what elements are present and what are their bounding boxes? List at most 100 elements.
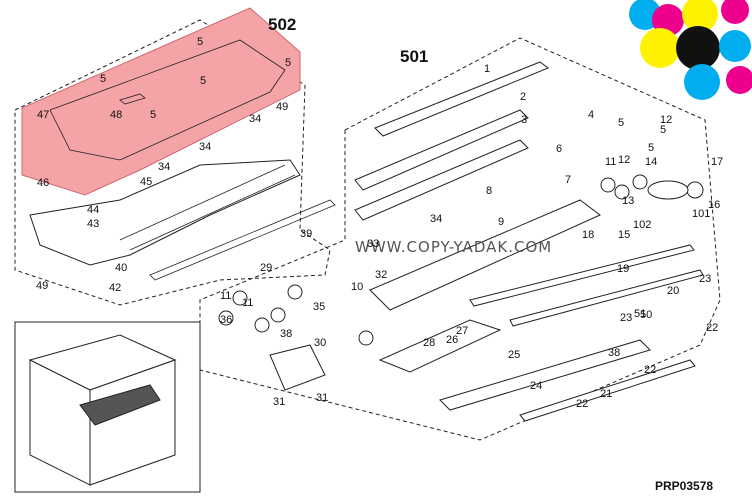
right-callout-23: 22 bbox=[576, 398, 588, 410]
right-callout-30: 28 bbox=[423, 337, 435, 349]
gear-11-b bbox=[254, 317, 270, 333]
right-callout-22: 22 bbox=[644, 364, 656, 376]
left-callout-12: 45 bbox=[140, 176, 152, 188]
left-callout-11: 34 bbox=[158, 161, 170, 173]
right-callout-33: 31 bbox=[273, 396, 285, 408]
right-callout-44: 50 bbox=[640, 309, 652, 321]
bracket-32 bbox=[269, 344, 326, 391]
left-callout-6: 47 bbox=[37, 109, 49, 121]
right-callout-15: 16 bbox=[708, 199, 720, 211]
left-callout-15: 39 bbox=[300, 228, 312, 240]
left-callout-4: 5 bbox=[285, 57, 291, 69]
guide-plate bbox=[369, 199, 601, 311]
roller-1 bbox=[374, 61, 550, 137]
assembly-502-label: 502 bbox=[268, 15, 296, 34]
right-callout-5: 6 bbox=[556, 143, 562, 155]
gear-14 bbox=[632, 174, 648, 190]
left-callout-9: 34 bbox=[249, 113, 261, 125]
left-callout-5: 48 bbox=[110, 109, 122, 121]
left-callout-3: 5 bbox=[150, 109, 156, 121]
top-cover-slot bbox=[119, 93, 146, 105]
right-callout-19: 20 bbox=[667, 285, 679, 297]
right-callout-42: 11 bbox=[220, 290, 231, 302]
right-callout-13: 14 bbox=[645, 156, 657, 168]
right-callout-4: 5 bbox=[618, 117, 624, 129]
right-callout-18: 19 bbox=[617, 263, 629, 275]
right-callout-12: 13 bbox=[622, 195, 634, 207]
right-callout-1: 2 bbox=[520, 91, 526, 103]
lower-frame bbox=[29, 159, 301, 266]
right-callout-10: 11 bbox=[605, 156, 616, 168]
left-callout-14: 43 bbox=[87, 218, 99, 230]
right-callout-26: 24 bbox=[530, 380, 542, 392]
black-circle bbox=[676, 26, 720, 70]
right-callout-6: 7 bbox=[565, 174, 571, 186]
right-callout-46: 5 bbox=[660, 124, 666, 136]
right-callout-2: 3 bbox=[521, 114, 527, 126]
watermark: WWW.COPY-YADAK.COM bbox=[355, 238, 552, 256]
left-callout-16: 40 bbox=[115, 262, 127, 274]
right-callout-9: 10 bbox=[351, 281, 363, 293]
right-callout-17: 18 bbox=[582, 229, 594, 241]
cmyk-logo bbox=[629, 0, 752, 100]
yellow-circle bbox=[682, 0, 718, 32]
magenta-circle-3 bbox=[726, 66, 752, 94]
right-callout-20: 21 bbox=[600, 388, 612, 400]
right-callout-7: 8 bbox=[486, 185, 492, 197]
right-callout-47: 101 bbox=[692, 208, 710, 220]
left-callout-2: 5 bbox=[200, 75, 206, 87]
rail-39 bbox=[149, 199, 336, 281]
lower-frame-rail-2 bbox=[129, 174, 296, 251]
right-callout-43: 38 bbox=[608, 347, 620, 359]
diagram-code: PRP03578 bbox=[655, 479, 713, 493]
right-callout-31: 29 bbox=[260, 262, 272, 274]
gear-38-a bbox=[232, 290, 248, 306]
right-callout-8: 9 bbox=[498, 216, 504, 228]
lower-frame-rail bbox=[119, 164, 286, 241]
rail-19 bbox=[469, 244, 695, 307]
right-callout-41: 11 bbox=[242, 297, 253, 309]
right-callout-32: 30 bbox=[314, 337, 326, 349]
gear-16 bbox=[686, 181, 704, 199]
gear-36 bbox=[287, 284, 303, 300]
cyan-circle-2 bbox=[719, 30, 751, 62]
right-callout-29: 27 bbox=[456, 325, 468, 337]
gear-11-c bbox=[270, 307, 286, 323]
left-callout-7: 46 bbox=[37, 177, 49, 189]
right-callout-39: 36 bbox=[220, 314, 232, 326]
left-callout-1: 5 bbox=[100, 73, 106, 85]
right-callout-28: 26 bbox=[446, 334, 458, 346]
belt-102 bbox=[647, 180, 689, 200]
left-callout-0: 5 bbox=[197, 36, 203, 48]
gear-29 bbox=[358, 330, 374, 346]
right-callout-37: 34 bbox=[430, 213, 442, 225]
right-callout-25: 23 bbox=[620, 312, 632, 324]
left-callout-13: 44 bbox=[87, 204, 99, 216]
rail-20 bbox=[509, 269, 704, 327]
right-callout-14: 15 bbox=[618, 229, 630, 241]
top-cover-highlight bbox=[21, 7, 301, 196]
bottom-plate-21 bbox=[519, 359, 696, 422]
roller-3 bbox=[354, 139, 529, 221]
left-callout-10: 34 bbox=[199, 141, 211, 153]
gear-13 bbox=[614, 184, 630, 200]
right-callout-48: 102 bbox=[633, 219, 651, 231]
bottom-plate-24 bbox=[439, 339, 651, 411]
right-callout-11: 12 bbox=[618, 154, 630, 166]
gear-11-a bbox=[600, 177, 616, 193]
right-callout-27: 25 bbox=[508, 349, 520, 361]
yellow-circle-2 bbox=[640, 28, 680, 68]
left-callout-18: 49 bbox=[36, 280, 48, 292]
right-callout-24: 23 bbox=[699, 273, 711, 285]
gears bbox=[218, 174, 704, 346]
right-callout-34: 31 bbox=[316, 392, 328, 404]
right-callout-49: 12 bbox=[660, 114, 672, 126]
copier-illustration bbox=[28, 334, 177, 486]
right-callout-40: 38 bbox=[280, 328, 292, 340]
right-callout-38: 35 bbox=[313, 301, 325, 313]
inset-frame bbox=[14, 321, 201, 493]
right-callout-35: 32 bbox=[375, 269, 387, 281]
roller-2 bbox=[354, 109, 529, 191]
